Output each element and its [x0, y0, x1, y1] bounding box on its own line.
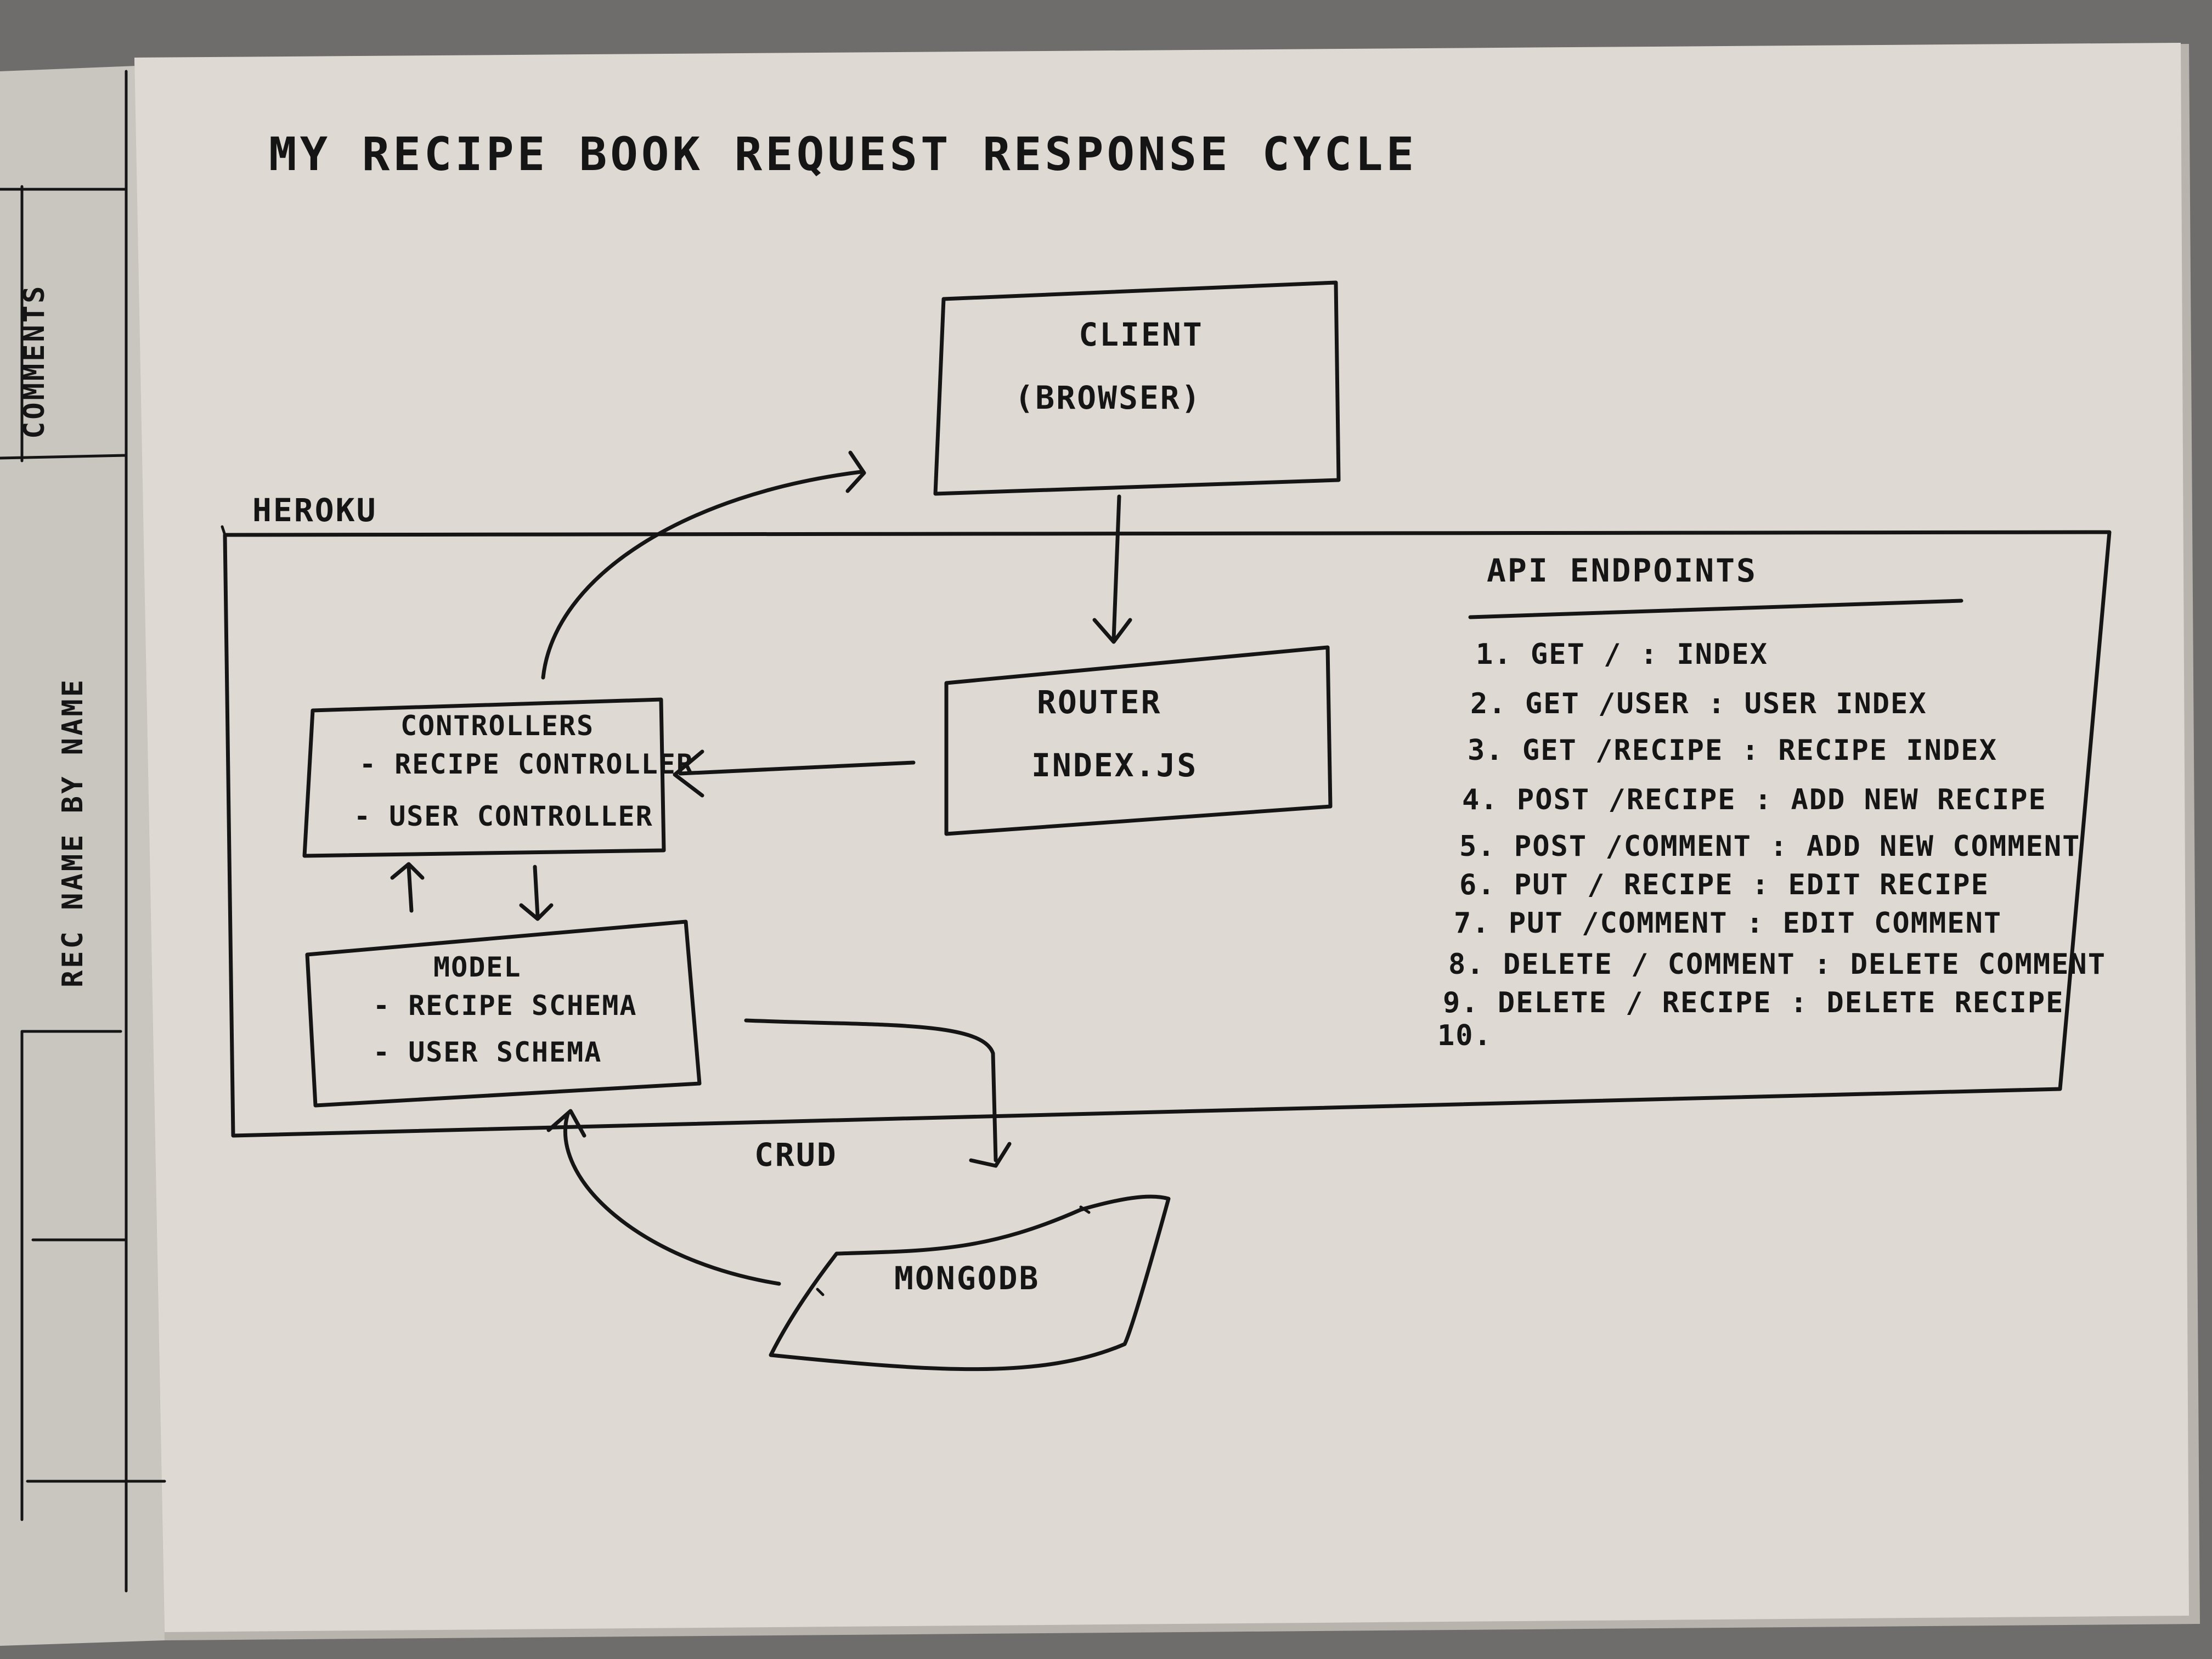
router-box: ROUTER INDEX.JS — [944, 645, 1333, 836]
endpoint-item: 4. POST /RECIPE : ADD NEW RECIPE — [1462, 783, 2047, 816]
api-endpoints-title: API ENDPOINTS — [1487, 552, 1757, 589]
endpoint-item: 8. DELETE / COMMENT : DELETE COMMENT — [1448, 948, 2106, 981]
arrow-client-to-router — [1092, 494, 1132, 644]
endpoint-item: 2. GET /USER : USER INDEX — [1470, 687, 1927, 720]
arrow-mongodb-to-model — [546, 1109, 781, 1286]
back-comments-label: COMMENTS — [18, 284, 51, 439]
endpoint-item: 9. DELETE / RECIPE : DELETE RECIPE — [1443, 986, 2064, 1019]
arrow-model-to-controllers — [390, 862, 425, 913]
page-title: MY RECIPE BOOK REQUEST RESPONSE CYCLE — [269, 127, 1417, 181]
user-schema-item: - USER SCHEMA — [373, 1036, 602, 1068]
back-page-sketch: COMMENTS REC NAME BY NAME — [0, 70, 166, 1593]
arrow-controllers-to-model — [519, 865, 554, 921]
endpoint-item: 5. POST /COMMENT : ADD NEW COMMENT — [1459, 830, 2080, 863]
endpoint-item: 10. — [1437, 1019, 1492, 1052]
mongodb-store: MONGODB — [769, 1194, 1171, 1372]
recipe-controller-item: - RECIPE CONTROLLER — [359, 748, 694, 780]
client-box: CLIENT (BROWSER) — [933, 280, 1341, 496]
crud-label: CRUD — [754, 1136, 838, 1173]
endpoint-item: 6. PUT / RECIPE : EDIT RECIPE — [1459, 868, 1989, 901]
client-label: CLIENT — [1079, 316, 1204, 353]
router-label: ROUTER — [1037, 684, 1162, 721]
recipe-schema-item: - RECIPE SCHEMA — [373, 990, 637, 1022]
back-sort-label: REC NAME BY NAME — [57, 678, 89, 988]
endpoint-item: 1. GET / : INDEX — [1476, 638, 1768, 671]
back-sheet — [0, 65, 165, 1646]
client-sublabel: (BROWSER) — [1014, 379, 1201, 416]
arrow-controllers-to-client — [541, 450, 866, 680]
heroku-label: HEROKU — [252, 492, 377, 529]
api-endpoints-panel: API ENDPOINTS 1. GET / : INDEX 2. GET /U… — [1437, 552, 2106, 1052]
heroku-container: HEROKU — [221, 492, 2112, 1138]
model-box: MODEL - RECIPE SCHEMA - USER SCHEMA — [305, 919, 702, 1108]
arrow-model-to-mongodb — [744, 1018, 1012, 1168]
user-controller-item: - USER CONTROLLER — [354, 800, 653, 832]
arrow-router-to-controllers — [673, 749, 916, 798]
controllers-box: CONTROLLERS - RECIPE CONTROLLER - USER C… — [302, 697, 694, 858]
mongodb-label: MONGODB — [894, 1260, 1040, 1297]
endpoint-item: 7. PUT /COMMENT : EDIT COMMENT — [1454, 907, 2002, 940]
model-title: MODEL — [433, 951, 522, 983]
router-sublabel: INDEX.JS — [1031, 747, 1198, 784]
front-sheet — [134, 43, 2189, 1632]
controllers-title: CONTROLLERS — [400, 710, 594, 742]
endpoint-item: 3. GET /RECIPE : RECIPE INDEX — [1468, 734, 1997, 767]
